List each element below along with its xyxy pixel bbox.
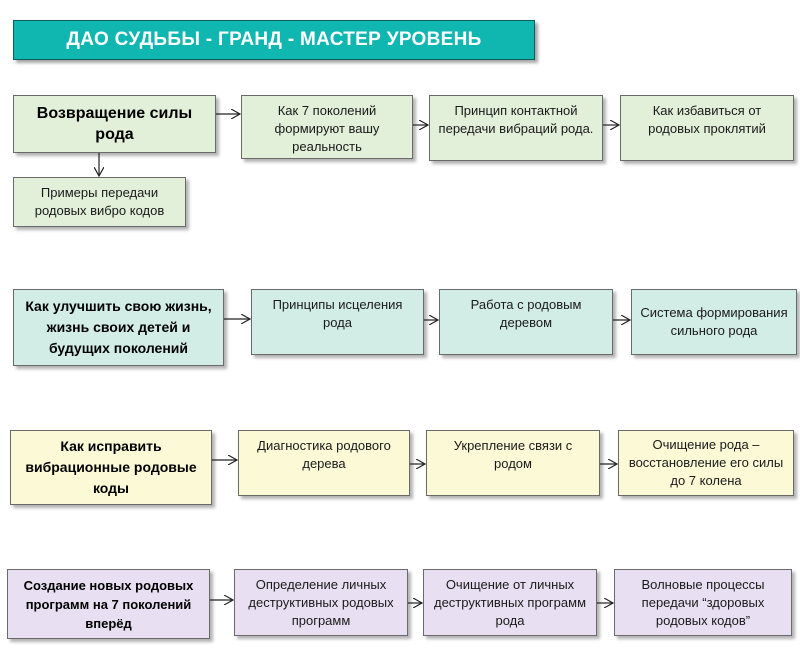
- row2-step-1: Принципы исцеления рода: [251, 289, 424, 355]
- row3-step-1: Диагностика родового дерева: [238, 430, 410, 496]
- row1-sub-box: Примеры передачи родовых вибро кодов: [13, 177, 186, 227]
- row3-main-box: Как исправить вибрационные родовые коды: [10, 430, 212, 505]
- row2-step-3: Система формирования сильного рода: [631, 289, 797, 355]
- row4-step-1: Определение личных деструктивных родовых…: [234, 569, 408, 636]
- row2-step-2: Работа с родовым деревом: [439, 289, 613, 355]
- page-title: ДАО СУДЬБЫ - ГРАНД - МАСТЕР УРОВЕНЬ: [13, 20, 535, 60]
- row1-step-1: Как 7 поколений формируют вашу реальност…: [241, 95, 413, 159]
- row1-step-2: Принцип контактной передачи вибраций род…: [429, 95, 603, 161]
- row3-step-2: Укрепление связи с родом: [426, 430, 600, 496]
- row4-step-3: Волновые процессы передачи “здоровых род…: [614, 569, 792, 636]
- row4-step-2: Очищение от личных деструктивных програм…: [423, 569, 597, 636]
- row4-main-box: Создание новых родовых программ на 7 пок…: [7, 569, 210, 639]
- row2-main-box: Как улучшить свою жизнь, жизнь своих дет…: [13, 289, 224, 366]
- row1-main-box: Возвращение силы рода: [13, 95, 216, 153]
- row3-step-3: Очищение рода – восстановление его силы …: [618, 430, 794, 496]
- row1-step-3: Как избавиться от родовых проклятий: [620, 95, 794, 161]
